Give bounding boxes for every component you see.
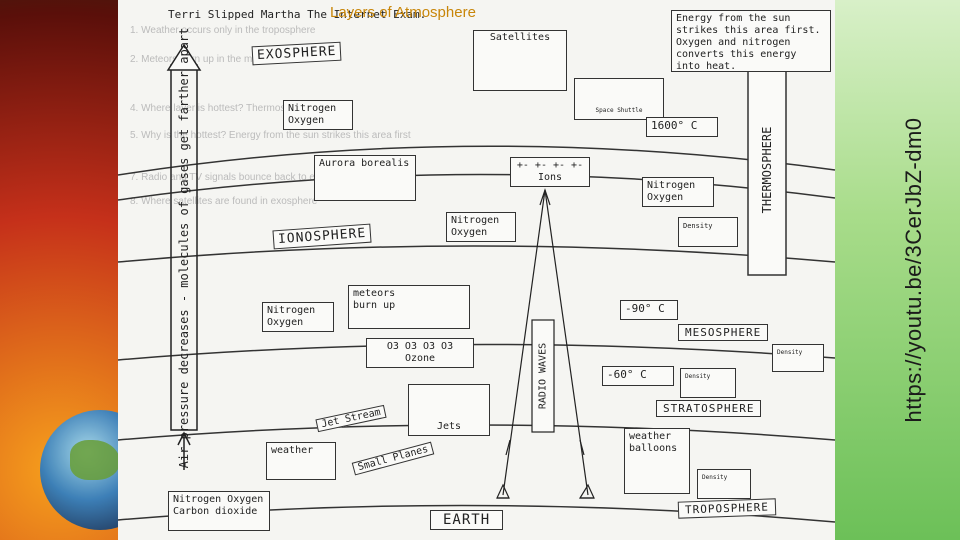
radio-tower (496, 188, 595, 499)
ozone-label: Ozone (404, 353, 436, 364)
mesosphere-gases-box: Nitrogen Oxygen (262, 302, 334, 332)
worksheet-line: 8. Where satellites are found in exosphe… (130, 196, 318, 207)
worksheet-line: 7. Radio and TV signals bounce back to e… (130, 172, 412, 183)
ions-label: Ions (537, 172, 563, 183)
earth-label: EARTH (430, 510, 504, 530)
worksheet-line: 4. Where layer is hottest? Thermosphere (130, 103, 312, 114)
troposphere-gases-box: Nitrogen Oxygen Carbon dioxide (168, 491, 270, 531)
mnemonic-text: Terri Slipped Martha The Internet Exam. (168, 8, 427, 21)
weather-balloons-label: weather balloons (629, 431, 678, 454)
arc-stratosphere-top (117, 343, 836, 361)
stratosphere-label: STRATOSPHERE (656, 400, 762, 417)
meteors-label: meteors burn up (353, 288, 396, 311)
energy-note-box: Energy from the sun strikes this area fi… (671, 10, 831, 72)
thermosphere-density-box: Density (678, 217, 738, 247)
aurora-box: Aurora borealis (314, 155, 416, 201)
space-shuttle-label: Space Shuttle (595, 107, 643, 114)
thermosphere-box (747, 59, 787, 276)
temp-minus60-box: -60° C (602, 366, 674, 386)
radio-waves-box (531, 319, 555, 433)
ozone-formula: O3 O3 O3 O3 (386, 341, 454, 352)
mesosphere-label: MESOSPHERE (678, 324, 769, 341)
radio-waves-label: RADIO WAVES (537, 342, 549, 410)
ionosphere-gases-box: Nitrogen Oxygen (446, 212, 516, 242)
thermosphere-gases-box: Nitrogen Oxygen (642, 177, 714, 207)
background-right-panel (835, 0, 960, 540)
ions-box: +- +- +- +- Ions (510, 157, 590, 187)
weather-box: weather (266, 442, 336, 480)
troposphere-label: TROPOSPHERE (677, 498, 777, 519)
space-shuttle-box: Space Shuttle (574, 78, 664, 120)
pressure-arrow (166, 43, 202, 470)
temp-minus90-box: -90° C (620, 300, 678, 320)
mesosphere-density-box: Density (772, 344, 824, 372)
meteors-box: meteors burn up (348, 285, 470, 329)
stratosphere-density-box: Density (680, 368, 736, 398)
arc-ionosphere-top (117, 173, 836, 201)
arc-thermosphere-top (117, 145, 836, 176)
satellites-label: Satellites (489, 32, 551, 43)
worksheet-line: 2. Meteors burn up in the mesosphere (130, 54, 299, 65)
exosphere-gases-box: Nitrogen Oxygen (283, 100, 353, 130)
slide-title: Layers of Atmosphere (330, 4, 476, 21)
weather-balloons-box: weather balloons (624, 428, 690, 494)
satellites-box: Satellites (473, 30, 567, 91)
arc-mesosphere-top (117, 245, 836, 263)
jets-label: Jets (436, 421, 462, 432)
url-watermark[interactable]: https://youtu.be/3CerJbZ-dm0 (901, 117, 926, 423)
thermosphere-label: THERMOSPHERE (760, 126, 774, 214)
aurora-label: Aurora borealis (319, 158, 410, 169)
temp-1600-box: 1600° C (646, 117, 718, 137)
pressure-arrow-label: Air pressure decreases - molecules of ga… (177, 27, 191, 469)
troposphere-density-box: Density (697, 469, 751, 499)
ions-signs: +- +- +- +- (516, 160, 584, 171)
jets-box: Jets (408, 384, 490, 436)
ozone-box: O3 O3 O3 O3 Ozone (366, 338, 474, 368)
weather-label: weather (271, 445, 314, 456)
worksheet-line: 1. Weather occurs only in the tropospher… (130, 25, 316, 36)
worksheet-line: 5. Why is the hottest? Energy from the s… (130, 130, 411, 141)
